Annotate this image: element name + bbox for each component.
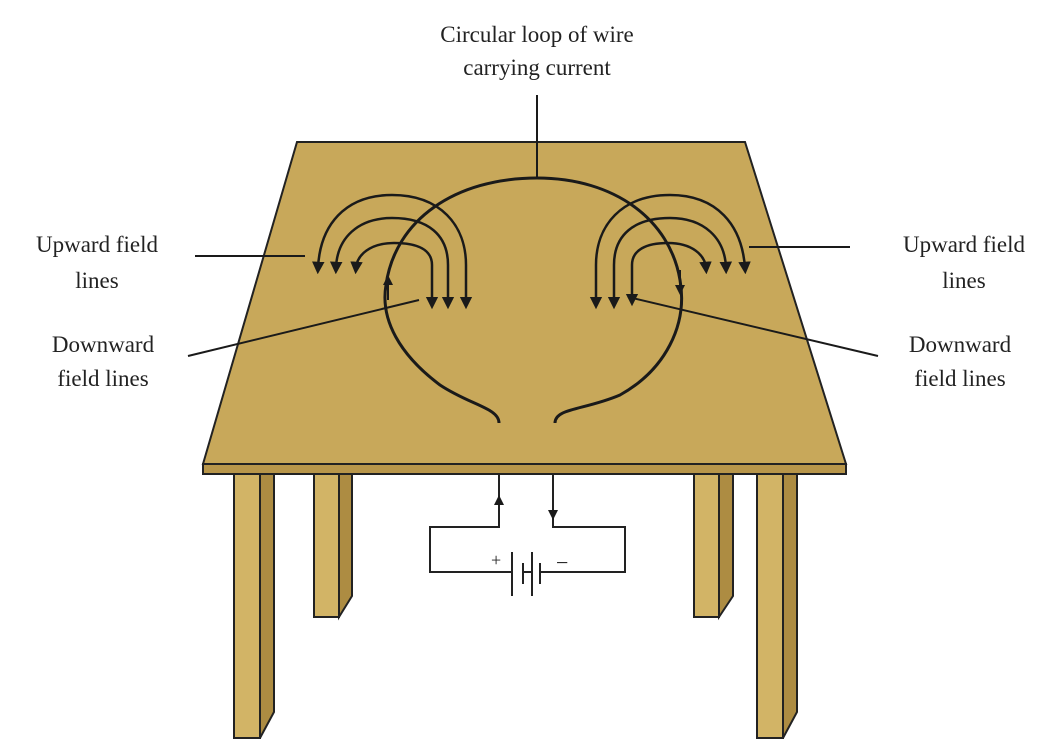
upward-right-label-line2: lines: [942, 268, 985, 293]
battery-circuit: [429, 474, 626, 596]
downward-left-label-line1: Downward: [52, 332, 155, 357]
leg-back-right: [693, 473, 734, 621]
right-field-lines: [589, 193, 751, 310]
downward-left-label-line2: field lines: [57, 366, 148, 391]
upward-right-label-line1: Upward field: [903, 232, 1025, 257]
upward-left-label-line2: lines: [75, 268, 118, 293]
battery-icon: [511, 552, 541, 596]
downward-right-label-line1: Downward: [909, 332, 1012, 357]
left-field-lines: [312, 193, 473, 310]
loop-label-line2: carrying current: [463, 55, 611, 80]
battery-plus-label: +: [491, 550, 501, 570]
table-top: [201, 141, 848, 465]
leg-back-left: [313, 473, 353, 621]
downward-right-label-line2: field lines: [914, 366, 1005, 391]
battery-minus-label: −: [556, 550, 568, 575]
table-legs: [233, 473, 798, 739]
leg-front-left: [233, 473, 275, 739]
table-edge: [202, 463, 847, 475]
upward-left-label-line1: Upward field: [36, 232, 158, 257]
leg-front-right: [756, 473, 798, 739]
loop-label-line1: Circular loop of wire: [440, 22, 634, 47]
leader-lines: [187, 95, 879, 357]
current-loop: [383, 176, 684, 424]
